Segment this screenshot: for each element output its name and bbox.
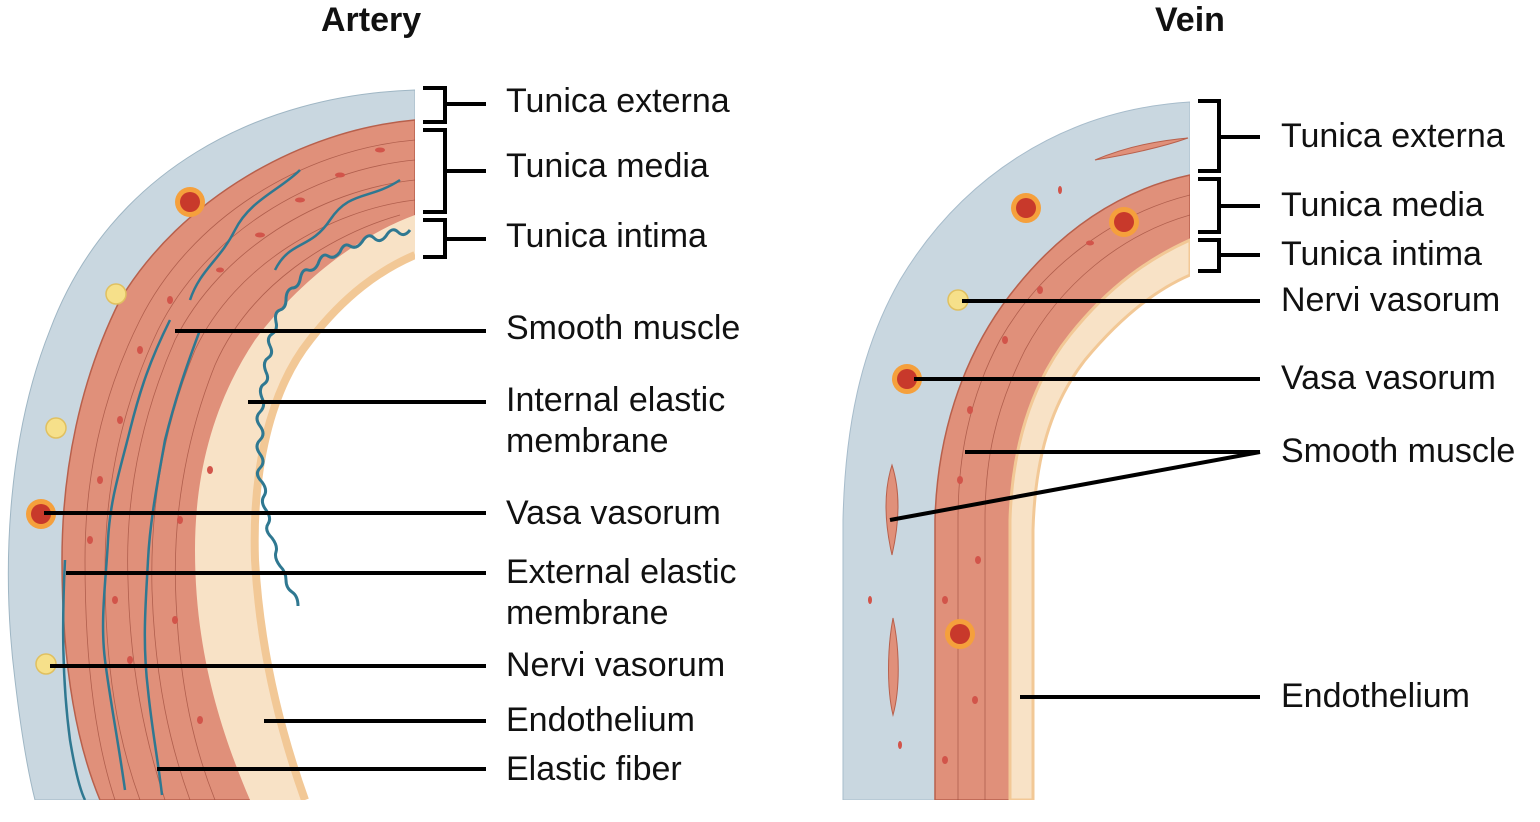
vein-externa-muscle-bundles: [885, 137, 1189, 717]
vein-label-smooth-muscle: Smooth muscle: [1281, 432, 1516, 470]
vein-label-tunica-intima: Tunica intima: [1281, 235, 1482, 273]
artery-tunica-intima-layer: [195, 215, 415, 800]
vein-leaders: [889, 99, 1261, 699]
artery-label-tunica-media: Tunica media: [506, 147, 709, 185]
artery-label-endothelium: Endothelium: [506, 701, 696, 739]
artery-endothelium-edge: [250, 251, 415, 800]
vein-nuclei: [868, 186, 1094, 764]
vein-title: Vein: [1155, 1, 1225, 39]
artery-wall: [7, 89, 415, 800]
artery-label-internal-elastic-membrane-line2: membrane: [506, 422, 669, 460]
vein-label-tunica-media: Tunica media: [1281, 186, 1484, 224]
artery-leaders: [44, 86, 486, 771]
vein-label-endothelium: Endothelium: [1281, 677, 1471, 715]
artery-label-nervi-vasorum: Nervi vasorum: [506, 646, 726, 684]
artery-elastic-fibers: [61, 169, 401, 800]
vein-vasa-vasorum-icon: [892, 193, 1139, 649]
artery-internal-elastic-membrane: [255, 228, 412, 607]
artery-nervi-vasorum-icon: [35, 283, 127, 675]
artery-label-tunica-intima: Tunica intima: [506, 217, 707, 255]
artery-vasa-vasorum-icon: [26, 187, 205, 529]
artery-label-internal-elastic-membrane: Internal elastic: [506, 381, 726, 419]
artery-muscle-streaks: [84, 139, 415, 800]
artery-label-tunica-externa: Tunica externa: [506, 82, 730, 120]
vein-label-vasa-vasorum: Vasa vasorum: [1281, 359, 1496, 397]
artery-label-external-elastic-membrane-line2: membrane: [506, 594, 669, 632]
artery-label-smooth-muscle: Smooth muscle: [506, 309, 741, 347]
artery-label-elastic-fiber: Elastic fiber: [506, 750, 682, 788]
artery-label-external-elastic-membrane: External elastic: [506, 553, 737, 591]
vein-label-nervi-vasorum: Nervi vasorum: [1281, 281, 1501, 319]
artery-nuclei: [87, 147, 385, 724]
vein-label-tunica-externa: Tunica externa: [1281, 117, 1505, 155]
artery-title: Artery: [321, 1, 422, 39]
artery-label-vasa-vasorum: Vasa vasorum: [506, 494, 721, 532]
